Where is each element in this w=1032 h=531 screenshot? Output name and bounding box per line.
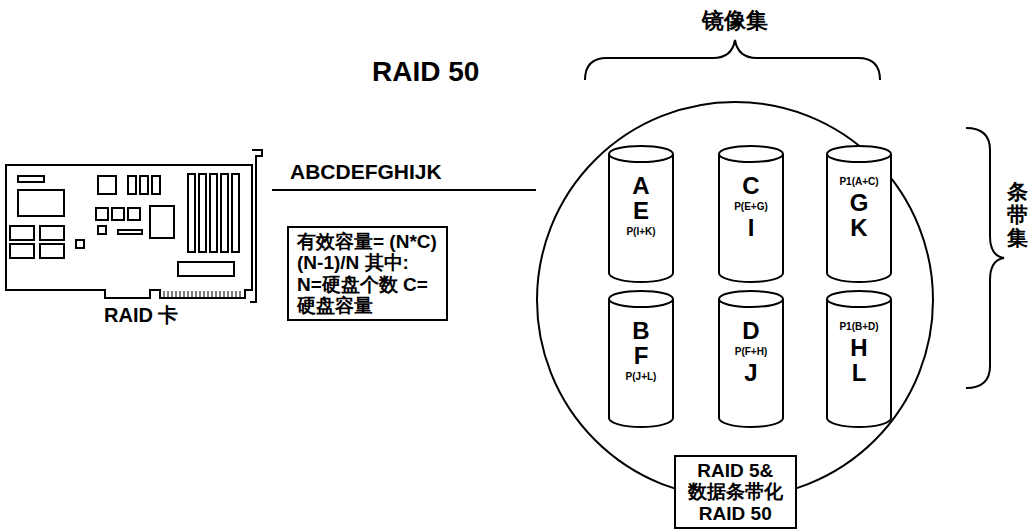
block-letter: H bbox=[850, 335, 867, 360]
block-letter: B bbox=[632, 318, 649, 343]
data-line bbox=[272, 189, 536, 191]
finger-stroke bbox=[236, 291, 237, 297]
raid-card bbox=[6, 150, 262, 302]
disk-cylinder: P1(A+C) GK bbox=[826, 145, 892, 283]
parity-label: P(E+G) bbox=[734, 200, 768, 213]
finger-stroke bbox=[204, 291, 205, 297]
box-text: RAID 5& 数据条带化 RAID 50 bbox=[684, 460, 787, 524]
finger-stroke bbox=[232, 291, 233, 297]
block-letter: E bbox=[633, 198, 649, 223]
group-label: 条带集 bbox=[1007, 180, 1028, 249]
finger-stroke bbox=[212, 291, 213, 297]
card-label: RAID 卡 bbox=[104, 302, 178, 329]
finger-stroke bbox=[172, 291, 173, 297]
finger-stroke bbox=[196, 291, 197, 297]
parity-label: P1(B+D) bbox=[839, 320, 878, 333]
block-letter: A bbox=[632, 173, 649, 198]
disk-cylinder: D P(F+H) J bbox=[718, 290, 784, 428]
finger-stroke bbox=[168, 291, 169, 297]
array-circle bbox=[537, 102, 933, 498]
block-letter: G bbox=[850, 190, 869, 215]
cylinder-outline bbox=[718, 290, 784, 428]
finger-stroke bbox=[224, 291, 225, 297]
disk-cylinder: C P(E+G) I bbox=[718, 145, 784, 283]
cylinder-outline bbox=[718, 145, 784, 283]
group-label: 镜像集 bbox=[702, 6, 768, 36]
finger-stroke bbox=[228, 291, 229, 297]
finger-stroke bbox=[192, 291, 193, 297]
finger-stroke bbox=[176, 291, 177, 297]
block-letter: K bbox=[850, 215, 867, 240]
raid-label-box: RAID 5& 数据条带化 RAID 50 bbox=[674, 455, 797, 529]
data-sequence: ABCDEFGHIJK bbox=[290, 160, 442, 184]
disk-cylinder: P1(B+D) HL bbox=[826, 290, 892, 428]
block-letter: F bbox=[634, 343, 649, 368]
finger-stroke bbox=[188, 291, 189, 297]
block-letter: L bbox=[852, 360, 867, 385]
block-letter: I bbox=[748, 215, 755, 240]
block-letter: C bbox=[742, 173, 759, 198]
finger-stroke bbox=[200, 291, 201, 297]
parity-label: P(F+H) bbox=[735, 345, 768, 358]
formula-box: 有效容量= (N*C)(N-1)/N 其中: N=硬盘个数 C=硬盘容量 bbox=[287, 226, 448, 321]
finger-stroke bbox=[220, 291, 221, 297]
finger-stroke bbox=[184, 291, 185, 297]
finger-stroke bbox=[208, 291, 209, 297]
finger-stroke bbox=[216, 291, 217, 297]
block-letter: J bbox=[744, 360, 757, 385]
finger-stroke bbox=[240, 291, 241, 297]
box-text: 有效容量= (N*C)(N-1)/N 其中: N=硬盘个数 C=硬盘容量 bbox=[297, 231, 438, 316]
finger-stroke bbox=[164, 291, 165, 297]
finger-stroke bbox=[180, 291, 181, 297]
mirror-brace bbox=[585, 40, 880, 80]
gold-fingers bbox=[164, 291, 240, 297]
disk-cylinder: AE P(I+K) bbox=[608, 145, 674, 283]
stripe-brace bbox=[966, 128, 1004, 388]
disk-cylinder: BF P(J+L) bbox=[608, 290, 674, 428]
parity-label: P(J+L) bbox=[626, 370, 657, 383]
diagram-title: RAID 50 bbox=[372, 56, 479, 88]
block-letter: D bbox=[742, 318, 759, 343]
parity-label: P(I+K) bbox=[626, 225, 655, 238]
parity-label: P1(A+C) bbox=[839, 175, 878, 188]
